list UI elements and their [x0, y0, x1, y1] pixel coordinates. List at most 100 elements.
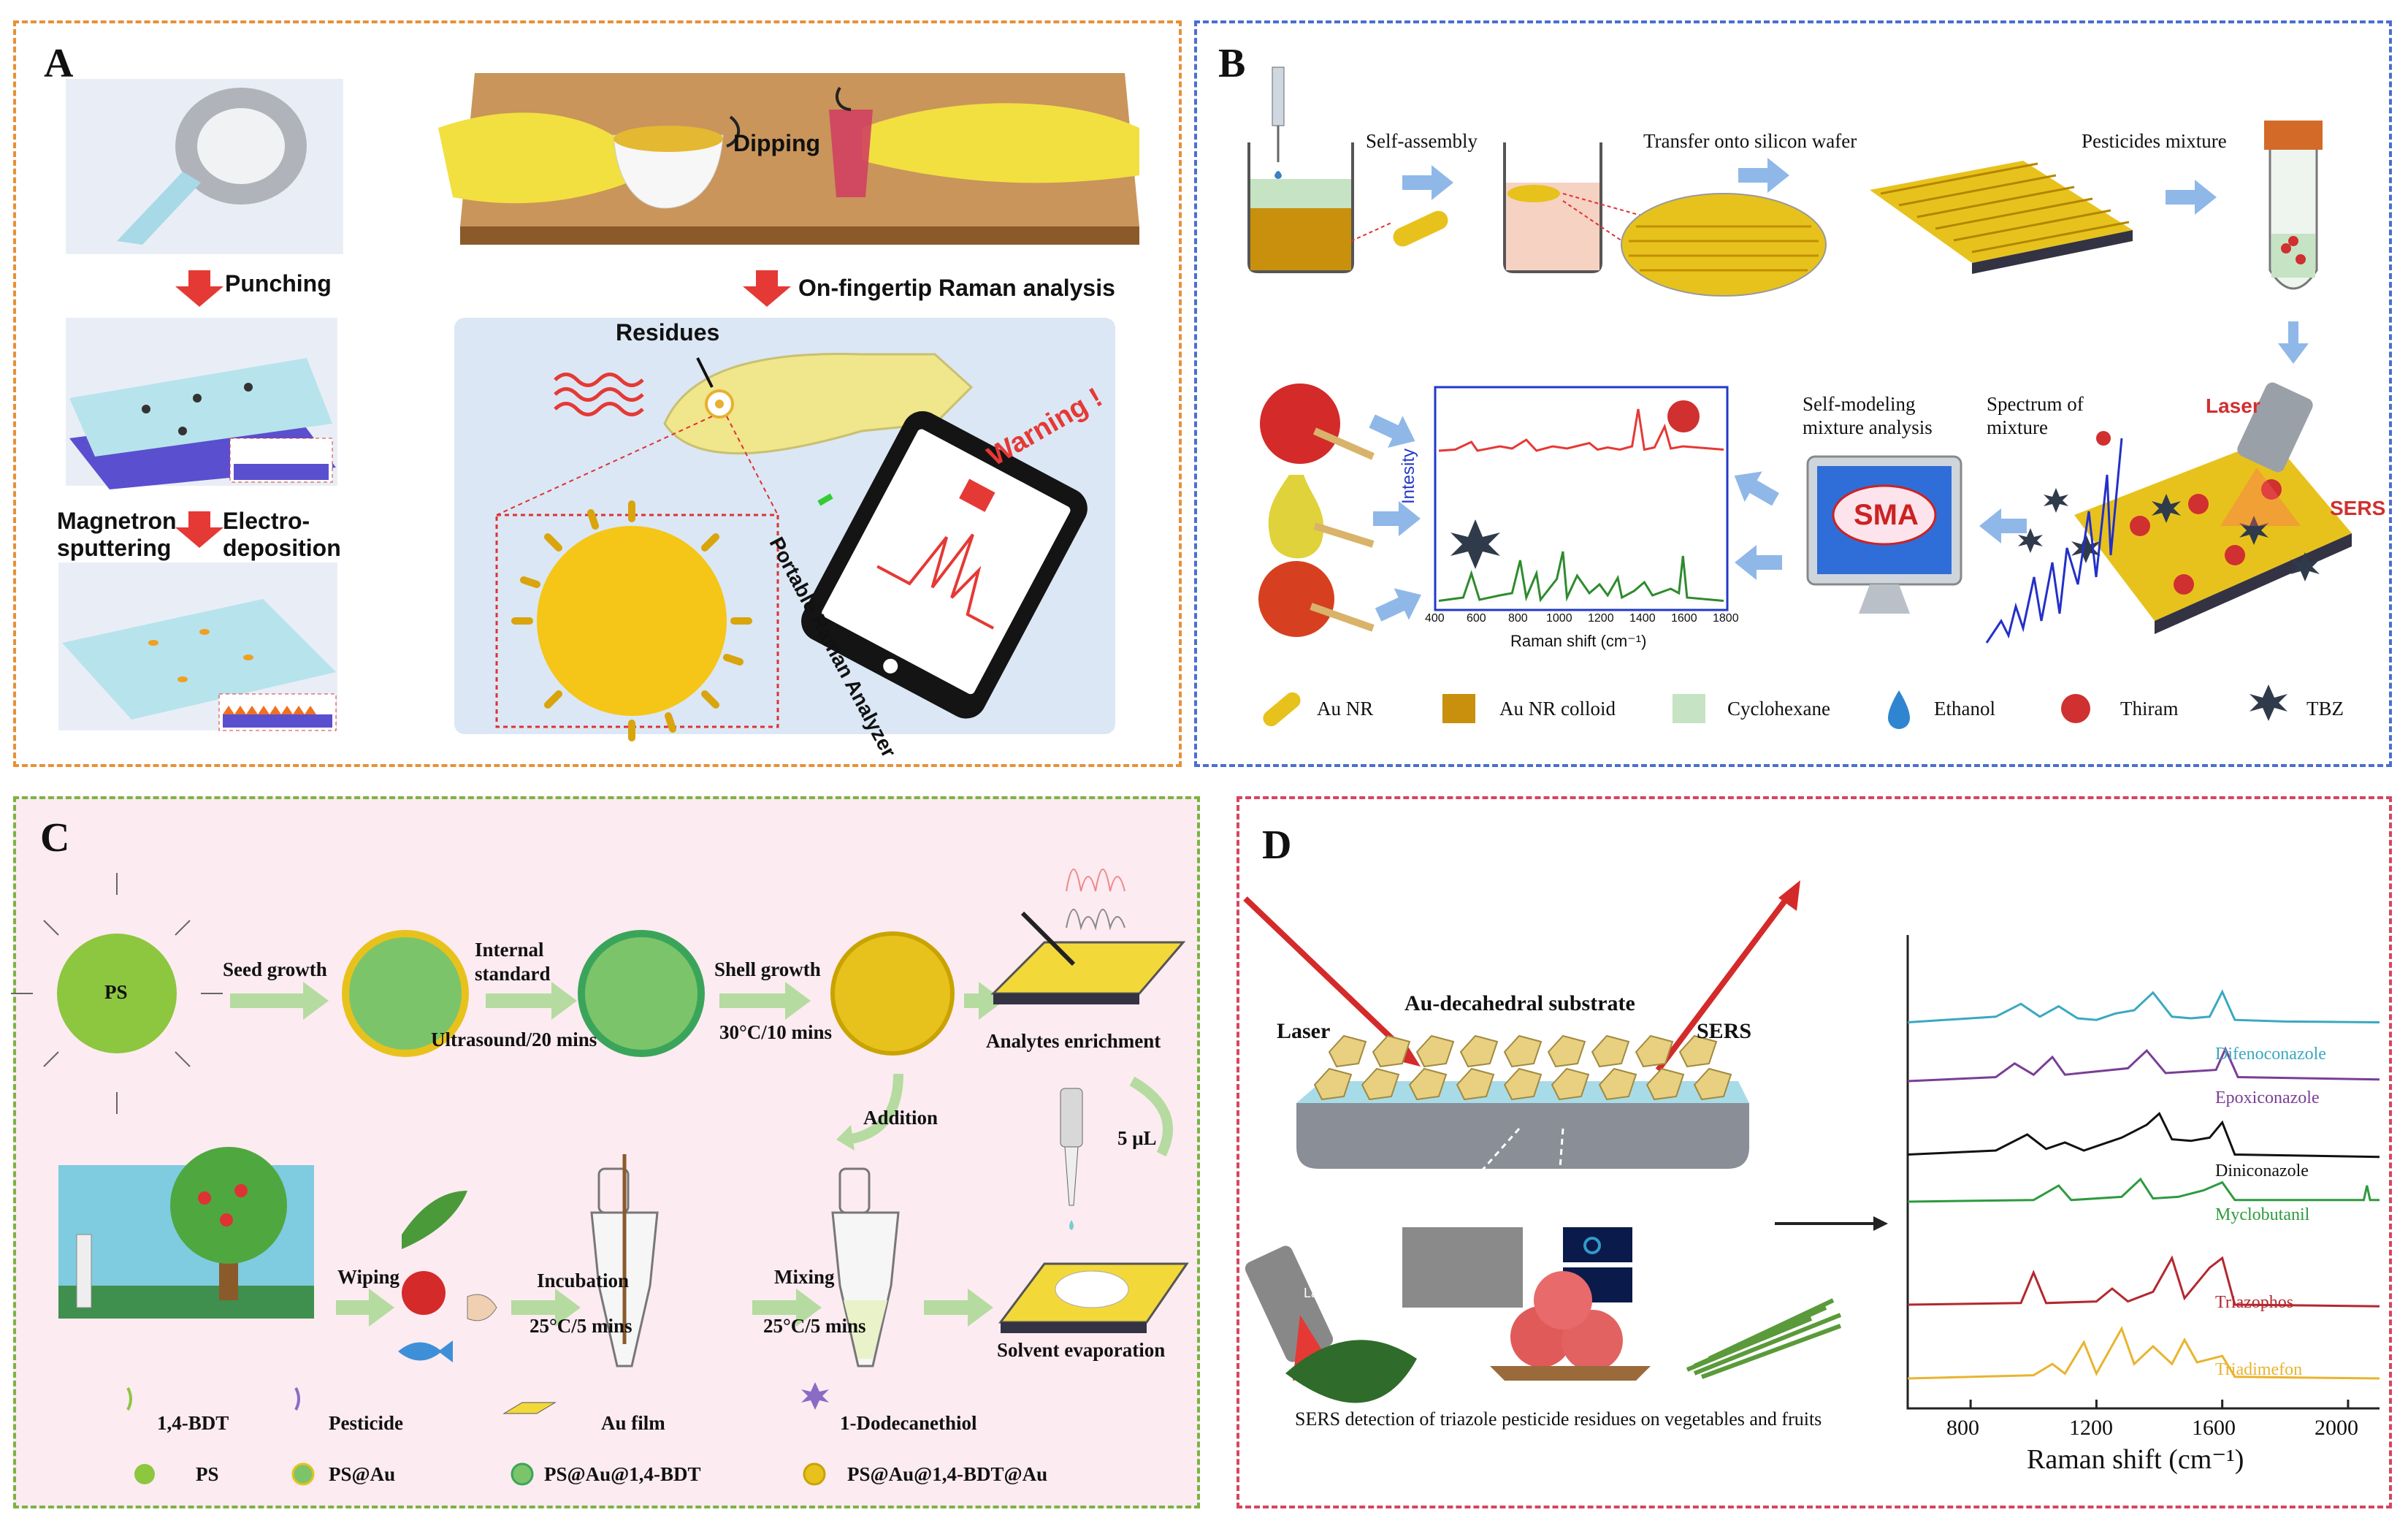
punching-label: Punching: [225, 270, 332, 297]
seed-growth-label: Seed growth: [223, 958, 327, 980]
sers-substrate-image: [2074, 438, 2352, 621]
legend-ps-au-bdt: PS@Au@1,4-BDT: [544, 1463, 701, 1485]
laser-label: Laser: [2206, 394, 2260, 417]
ultrasound-label: Ultrasound/20 mins: [431, 1029, 597, 1050]
residues-label: Residues: [616, 319, 720, 346]
spectrum-line-diniconazole: [1907, 1111, 2380, 1159]
b-x-axis-label: Raman shift (cm⁻¹): [1510, 632, 1647, 650]
fish-icon: [398, 1340, 453, 1362]
spectrum-line-series-0: [1438, 408, 1724, 452]
panel-b-label: B: [1218, 41, 1246, 86]
legend-ps-au: PS@Au: [329, 1463, 396, 1485]
tomato-icon: [402, 1271, 446, 1315]
mixing-label: Mixing: [774, 1266, 835, 1288]
smartphone-image: [801, 411, 1088, 719]
legend-thiram: Thiram: [2120, 698, 2179, 720]
down-arrow-icon: [743, 270, 791, 307]
panel-c-label: C: [40, 815, 70, 861]
incident-laser-arrow: [1243, 896, 1408, 1054]
dipping-label: Dipping: [733, 130, 821, 156]
addition-label: Addition: [863, 1107, 939, 1129]
scattered-sers-arrow: [1655, 893, 1792, 1072]
ethanol-legend-icon: [1888, 690, 1910, 729]
legend-au-film: Au film: [601, 1412, 665, 1434]
d-sers-label: SERS: [1697, 1019, 1752, 1043]
d-series-label: Triadimefon: [2215, 1360, 2303, 1379]
laser-pointer-image: [1245, 1245, 1334, 1362]
solvent-label: Solvent evaporation: [997, 1339, 1166, 1361]
spectrum-line-triazophos: [1907, 1255, 2380, 1308]
left-arrow-icon: [1735, 545, 1782, 580]
d-series-label: Epoxiconazole: [2215, 1088, 2320, 1107]
panel-d-label: D: [1262, 823, 1292, 868]
down-arrow-icon: [175, 511, 223, 548]
b-x-tick: 1800: [1713, 612, 1739, 625]
down-arrow-icon: [2278, 321, 2309, 364]
ps-sphere-icon: [57, 934, 177, 1053]
d-x-tick: 2000: [2315, 1416, 2358, 1440]
legend-dodecanethiol: 1-Dodecanethiol: [840, 1412, 977, 1434]
d-caption: SERS detection of triazole pesticide res…: [1295, 1408, 1822, 1430]
au-nanorod-icon: [1393, 210, 1448, 247]
nanostar-zoom-box: [495, 514, 779, 728]
b-x-ticks: 400 600 800 1000 1200 1400 1600 1800: [1425, 612, 1739, 630]
spectrum-line-epoxiconazole: [1907, 1046, 2380, 1083]
dodecanethiol-legend-icon: [801, 1382, 829, 1410]
right-arrow-icon: [964, 982, 1004, 1020]
spectrum-line-difenoconazole: [1907, 989, 2380, 1023]
tomato-icon: [1258, 561, 1334, 637]
spectrum-line-myclobutanil: [1907, 1177, 2380, 1203]
au-nr-legend-icon: [1263, 692, 1301, 727]
right-arrow-icon: [719, 982, 811, 1020]
ps-au-bdt-legend-icon: [511, 1462, 534, 1486]
pesticides-mixture-label: Pesticides mixture: [2082, 130, 2227, 152]
spectrum-of-label-1: Spectrum of: [1987, 393, 2084, 415]
right-arrow-icon: [924, 1289, 993, 1327]
substrate-label: Au-decahedral substrate: [1404, 991, 1635, 1015]
legend-ps-au-bdt-au: PS@Au@1,4-BDT@Au: [847, 1463, 1048, 1485]
right-arrow-icon: [1402, 165, 1453, 200]
d-series-label: Diniconazole: [2215, 1161, 2309, 1180]
d-x-axis-label: Raman shift (cm⁻¹): [2027, 1444, 2244, 1475]
analytes-label: Analytes enrichment: [986, 1030, 1161, 1052]
tea-cup-icon: [613, 134, 724, 209]
right-arrow-icon: [336, 1289, 394, 1327]
pear-icon: [1268, 475, 1324, 559]
legend-au-nr-colloid: Au NR colloid: [1499, 698, 1616, 720]
panel-b: [1194, 20, 2392, 767]
d-series-label: Triazophos: [2215, 1293, 2294, 1312]
incubation-label: Incubation: [537, 1270, 630, 1292]
ps-au-bdt-au-sphere-icon: [830, 931, 955, 1056]
legend-pesticide: Pesticide: [329, 1412, 403, 1434]
legend-tbz: TBZ: [2306, 698, 2344, 720]
eppendorf-tube-icon: [831, 1211, 900, 1367]
ps-label: PS: [104, 981, 128, 1003]
internal-label-2: standard: [475, 963, 551, 985]
ps-au-bdt-sphere-icon: [578, 930, 705, 1057]
right-arrow-icon: [1369, 414, 1415, 448]
raman-map-image: [1563, 1227, 1632, 1262]
tbz-legend-icon: [2250, 684, 2287, 721]
spectrum-line-triadimefon: [1907, 1326, 2380, 1380]
mixing-cond-label: 25°C/5 mins: [763, 1315, 866, 1337]
spectrum-of-label-2: mixture: [1987, 416, 2048, 438]
left-arrow-icon: [1734, 471, 1779, 506]
pesticide-legend-icon: [294, 1387, 300, 1411]
beaker-icon: [1503, 142, 1602, 273]
transfer-label: Transfer onto silicon wafer: [1643, 130, 1857, 152]
bdt-legend-icon: [126, 1387, 132, 1411]
beaker-icon: [1247, 142, 1354, 273]
cyclohexane-legend-icon: [1673, 694, 1705, 723]
electro-label: Electro-: [223, 508, 310, 534]
right-arrow-icon: [1375, 588, 1421, 622]
legend-au-nr: Au NR: [1317, 698, 1374, 720]
d-series-label: Difenoconazole: [2215, 1045, 2326, 1064]
ps-au-bdt-au-legend-icon: [803, 1462, 826, 1486]
legend-cyclohexane: Cyclohexane: [1727, 698, 1830, 720]
fingertip-image: [663, 352, 974, 455]
self-modeling-label-1: Self-modeling: [1803, 393, 1916, 415]
magnetron-label: Magnetron: [57, 508, 177, 534]
gloved-hand-left: [438, 112, 628, 204]
b-x-tick: 1400: [1629, 612, 1656, 625]
